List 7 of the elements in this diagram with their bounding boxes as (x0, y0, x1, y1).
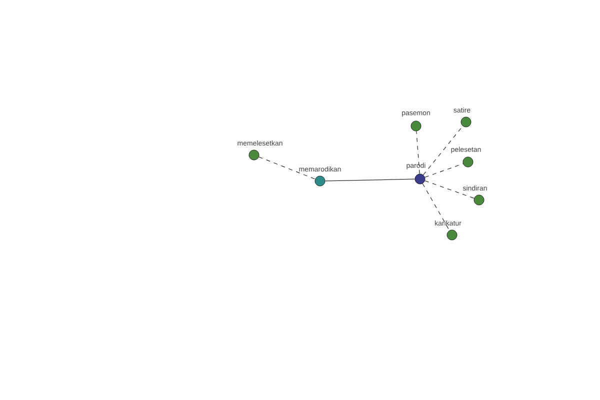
dashed-line (416, 130, 420, 174)
dashed-line (424, 163, 464, 178)
dashed-line (422, 126, 464, 176)
dashed-line (422, 183, 450, 231)
dashed-line (424, 180, 474, 199)
connector-line (324, 178, 416, 182)
dashed-line (258, 156, 316, 180)
